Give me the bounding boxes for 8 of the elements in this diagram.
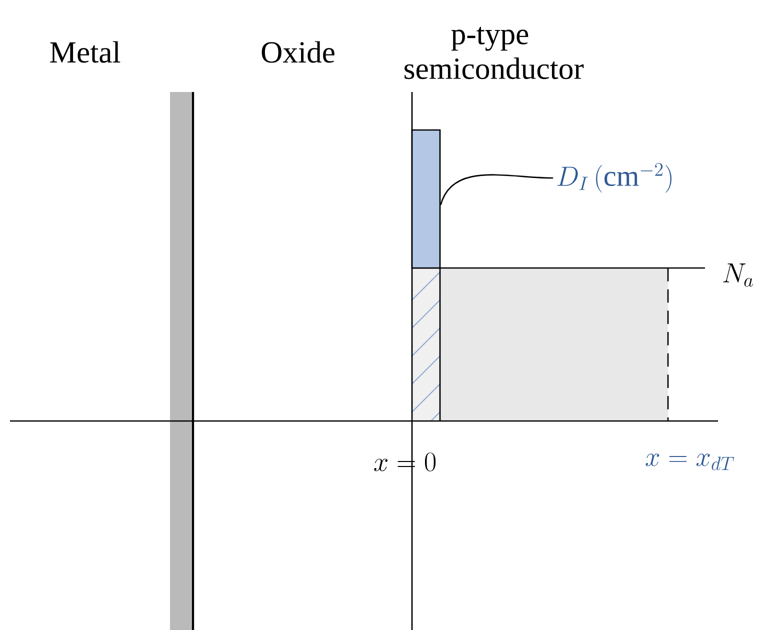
region-label: p-type semiconductor: [404, 26, 584, 80]
region-label: Metal: [50, 41, 120, 63]
interface-charge-bar: [411, 129, 441, 269]
density-label: $N_a$: [723, 263, 753, 287]
region-label: Oxide: [262, 41, 334, 63]
position-label: $x = x_{dT}$: [646, 454, 734, 470]
leader-line: [440, 174, 554, 206]
charge-label: $D_I\,(\mathrm{cm}^{-2})$: [557, 162, 672, 193]
